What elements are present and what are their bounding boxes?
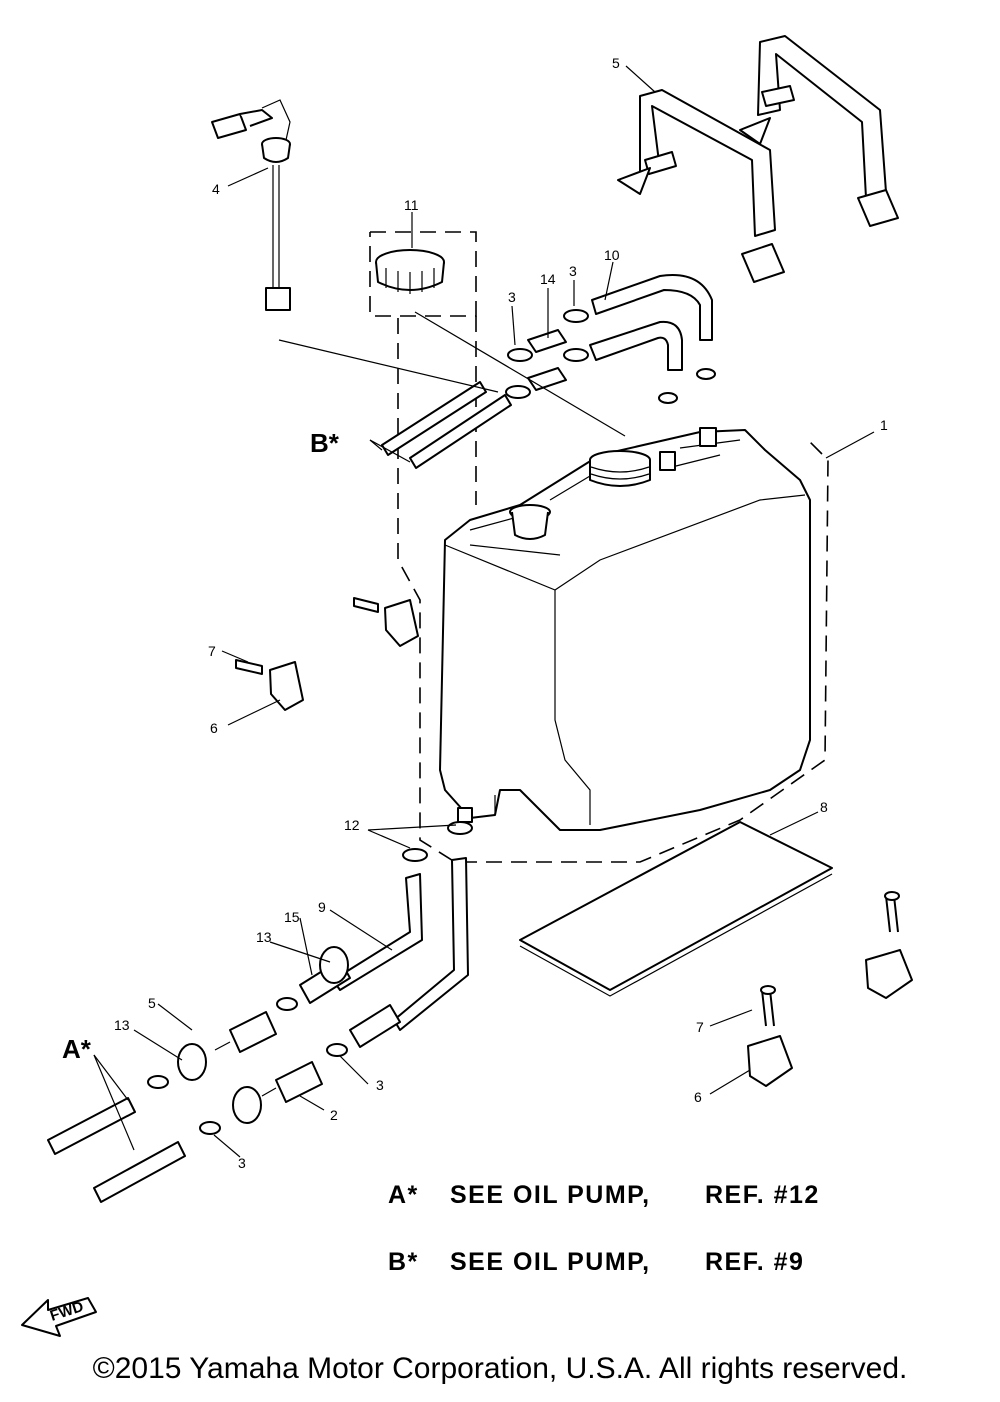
reference-notes: A* SEE OIL PUMP, REF. #12 B* SEE OIL PUM… (388, 1181, 820, 1276)
note-a-text: SEE OIL PUMP, (450, 1181, 651, 1209)
level-sensor (211, 99, 291, 311)
note-b-text: SEE OIL PUMP, (450, 1248, 651, 1276)
callout-10: 10 (604, 247, 620, 263)
filter-assemblies (147, 946, 401, 1135)
callout-1: 1 (880, 417, 888, 433)
bracket-right (747, 891, 913, 1087)
copyright-notice: ©2015 Yamaha Motor Corporation, U.S.A. A… (92, 1352, 908, 1385)
bracket-left (235, 659, 304, 711)
note-a-ref: REF. #12 (705, 1181, 820, 1209)
callout-11: 11 (404, 197, 419, 213)
tank-cap (375, 249, 445, 294)
callout-3c: 3 (376, 1077, 384, 1093)
callout-14: 14 (540, 271, 556, 287)
callout-8: 8 (820, 799, 828, 815)
callout-3a: 3 (508, 289, 516, 305)
note-b-ref: REF. #9 (705, 1248, 804, 1276)
callout-13a: 13 (256, 929, 272, 945)
callout-12: 12 (344, 817, 360, 833)
callout-6b: 6 (694, 1089, 702, 1105)
ref-label-a: A* (62, 1034, 92, 1064)
callout-4: 4 (212, 181, 220, 197)
fwd-arrow-icon: FWD (21, 1297, 97, 1337)
oil-tank (439, 427, 811, 831)
ref-label-b: B* (310, 428, 340, 458)
callout-7a: 7 (208, 643, 216, 659)
callout-15: 15 (284, 909, 300, 925)
callout-13b: 13 (114, 1017, 130, 1033)
callout-5b: 5 (148, 995, 156, 1011)
callout-3d: 3 (238, 1155, 246, 1171)
leader-lines (93, 65, 875, 1158)
note-a-marker: A* (388, 1181, 419, 1209)
vent-hoses (505, 274, 716, 404)
mounting-pad (519, 821, 833, 997)
note-b-marker: B* (388, 1248, 419, 1276)
tank-straps (617, 35, 899, 283)
callout-9: 9 (318, 899, 326, 915)
callout-6a: 6 (210, 720, 218, 736)
callout-2: 2 (330, 1107, 338, 1123)
callout-5a: 5 (612, 55, 620, 71)
b-hoses (381, 381, 512, 469)
callout-numbers: 1 2 3 3 3 3 4 5 5 6 6 7 7 8 9 10 11 12 1… (114, 55, 888, 1171)
callout-7b: 7 (696, 1019, 704, 1035)
a-hoses (47, 1097, 186, 1203)
callout-3b: 3 (569, 263, 577, 279)
bracket-upper (353, 597, 419, 647)
